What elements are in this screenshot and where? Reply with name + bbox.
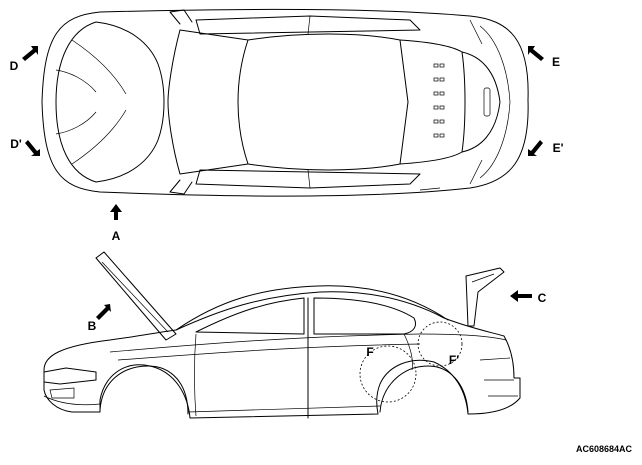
view-arrows [22, 46, 544, 320]
rear-wheel-circle [359, 345, 417, 403]
label-c: C [538, 291, 547, 305]
top-view-roof [247, 33, 409, 171]
label-e: E [552, 55, 560, 69]
label-d: D [10, 59, 19, 73]
arrow-d-prime-icon [25, 140, 40, 156]
arrow-e-icon [528, 46, 544, 61]
arrow-e-prime-icon [528, 140, 543, 156]
figure-code: AC608684AC [576, 444, 633, 454]
fuel-door-circle [417, 321, 463, 367]
arrow-c-icon [510, 290, 532, 302]
top-view-rear-window [399, 39, 466, 165]
label-b: B [88, 319, 97, 333]
top-view-car [41, 8, 529, 197]
top-view-hood [55, 21, 165, 183]
label-f-prime: F' [449, 353, 459, 367]
label-e-prime: E' [553, 141, 564, 155]
top-view-body-outline [41, 8, 529, 197]
side-view-open-trunk [465, 267, 505, 327]
label-d-prime: D' [10, 137, 22, 151]
side-view-body-outline [43, 291, 521, 419]
label-f: F [366, 345, 373, 359]
top-view-windshield [167, 29, 249, 175]
arrow-a-icon [110, 204, 122, 220]
arrow-d-icon [22, 46, 38, 61]
side-view-car [43, 251, 521, 419]
side-view-open-hood [95, 251, 177, 341]
label-a: A [112, 229, 121, 243]
top-view-rear-vents [433, 63, 445, 138]
arrow-b-icon [96, 304, 111, 320]
